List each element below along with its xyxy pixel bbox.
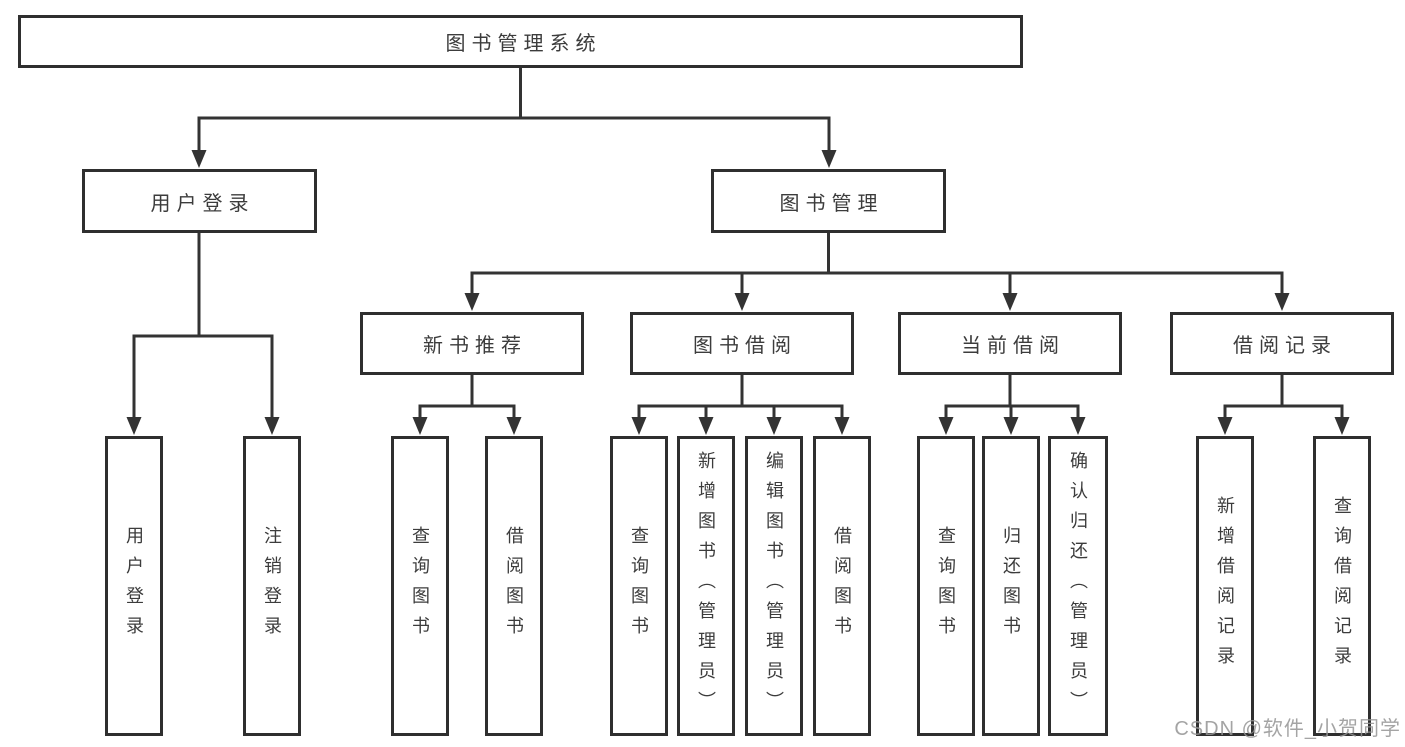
leaf-return-books: 归还图书 [982, 436, 1040, 736]
leaf-newrec-borrow-books: 借阅图书 [485, 436, 543, 736]
arrowhead [191, 150, 207, 168]
connector-currentborrow-to-leaves [944, 375, 1080, 418]
arrowhead [1274, 293, 1290, 311]
arrowhead [1002, 293, 1018, 311]
leaf-query-borrow-record: 查询借阅记录 [1313, 436, 1371, 736]
arrowheads [126, 150, 1350, 435]
arrowhead [1334, 417, 1350, 435]
arrowhead [412, 417, 428, 435]
arrowhead [821, 150, 837, 168]
arrowhead [1003, 417, 1019, 435]
leaf-user-login: 用户登录 [105, 436, 163, 736]
connector-borrowrecords-to-leaves [1223, 375, 1344, 418]
leaf-edit-books-admin: 编辑图书（管理员） [745, 436, 803, 736]
leaf-confirm-return-admin: 确认归还（管理员） [1048, 436, 1108, 736]
connector-bookborrow-to-leaves [637, 375, 844, 418]
leaf-logout: 注销登录 [243, 436, 301, 736]
csdn-watermark: CSDN @软件_小贺同学 [1174, 718, 1401, 740]
node-new-book-recommend: 新书推荐 [360, 312, 584, 375]
arrowhead [734, 293, 750, 311]
connector-newbookrec-to-leaves [418, 375, 516, 418]
arrowhead [631, 417, 647, 435]
leaf-borrow-query-books: 查询图书 [610, 436, 668, 736]
connector-root-to-level2 [197, 68, 831, 152]
leaf-add-borrow-record: 新增借阅记录 [1196, 436, 1254, 736]
arrowhead [938, 417, 954, 435]
arrowhead [1070, 417, 1086, 435]
arrowhead [264, 417, 280, 435]
arrowhead [506, 417, 522, 435]
arrowhead [766, 417, 782, 435]
node-user-login: 用户登录 [82, 169, 317, 233]
connector-userlogin-to-leaves [132, 233, 274, 418]
arrowhead [1217, 417, 1233, 435]
connector-bookmgmt-to-level3 [470, 233, 1284, 294]
arrowhead [464, 293, 480, 311]
node-book-borrow: 图书借阅 [630, 312, 854, 375]
leaf-borrow-books: 借阅图书 [813, 436, 871, 736]
arrowhead [698, 417, 714, 435]
node-current-borrow: 当前借阅 [898, 312, 1122, 375]
leaf-add-books-admin: 新增图书（管理员） [677, 436, 735, 736]
arrowhead [126, 417, 142, 435]
node-library-system: 图书管理系统 [18, 15, 1023, 68]
arrowhead [834, 417, 850, 435]
node-borrow-records: 借阅记录 [1170, 312, 1394, 375]
leaf-newrec-query-books: 查询图书 [391, 436, 449, 736]
node-book-management: 图书管理 [711, 169, 946, 233]
leaf-current-query-books: 查询图书 [917, 436, 975, 736]
